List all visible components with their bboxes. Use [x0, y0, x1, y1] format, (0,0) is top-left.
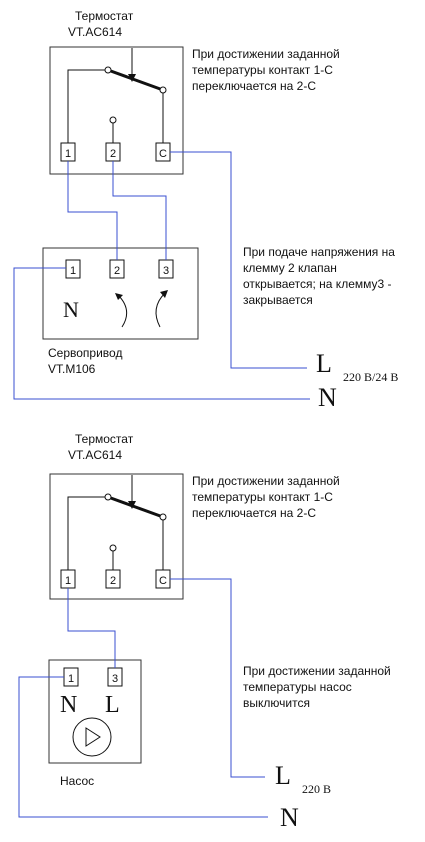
thermostat-model: VT.AC614 [68, 25, 122, 39]
actuator-arrow-icon [128, 74, 136, 82]
pump-line-label: L [105, 692, 120, 718]
diagram-thermostat-pump: Термостат VT.AC614 1 2 C При достижении … [18, 432, 394, 832]
servo-neutral-label: N [63, 297, 79, 322]
line2-l-voltage: 220 В [302, 782, 331, 796]
switch2-contact-c [159, 513, 167, 521]
line2-l-label: L [275, 761, 291, 790]
thermostat2-note-line-2: температуры контакт 1-С [192, 490, 333, 504]
switch2-contact-2 [109, 544, 117, 552]
diagram2-wires [18, 578, 268, 818]
servo-note-line-4: закрывается [243, 293, 313, 307]
thermostat-common-wire [67, 69, 108, 143]
thermostat2-common-wire [67, 496, 108, 570]
servo-note-line-1: При подаче напряжения на [243, 245, 395, 259]
wire-c-to-l [170, 151, 307, 369]
pump-terminal-3-label: 3 [112, 673, 118, 685]
thermostat2-box [49, 473, 184, 600]
thermostat-note-line-3: переключается на 2-С [192, 79, 316, 93]
wire2-c-to-l [170, 578, 265, 778]
thermostat-note: При достижении заданной температуры конт… [192, 47, 343, 93]
pump-note-line-3: выключится [243, 696, 310, 710]
thermostat2-note-line-1: При достижении заданной [192, 474, 340, 488]
line-l-voltage: 220 В/24 В [343, 370, 398, 384]
rotate-close-arrowhead-icon [160, 290, 168, 298]
pump-note-line-1: При достижении заданной [243, 664, 391, 678]
wire2-pump1-to-n [18, 676, 268, 818]
servo-terminal-1 [65, 259, 81, 279]
servo-terminal-1-label: 1 [70, 265, 76, 277]
thermostat-box [49, 46, 184, 175]
pump-title: Насос [60, 774, 94, 788]
thermostat-title: Термостат [75, 9, 134, 23]
pump-note: При достижении заданной температуры насо… [243, 664, 394, 710]
thermostat2-model: VT.AC614 [68, 448, 122, 462]
pump-terminal-1-label: 1 [68, 673, 74, 685]
terminal2-2-label: 2 [110, 575, 116, 587]
rotate-open-arrowhead-icon [115, 293, 123, 300]
terminal2-2 [105, 569, 121, 589]
diagram-thermostat-servo: Термостат VT.AC614 1 2 C При достижении … [13, 9, 398, 412]
terminal-c-label: C [159, 148, 167, 160]
line2-n-label: N [280, 803, 299, 832]
terminal2-c-label: C [159, 575, 167, 587]
thermostat2-title: Термостат [75, 432, 134, 446]
thermostat-note-line-2: температуры контакт 1-С [192, 63, 333, 77]
pump-box [48, 659, 142, 764]
servo-terminal-2-label: 2 [114, 265, 120, 277]
wire-thermo1-to-servo2 [67, 161, 118, 260]
thermostat-switch-contact [107, 68, 164, 92]
thermostat2-switch-contact [107, 495, 164, 519]
wire2-thermo1-to-pump3 [67, 588, 116, 668]
actuator2-arrow-icon [128, 501, 136, 509]
rotate-open-arrow-icon [117, 294, 128, 328]
pump-neutral-label: N [60, 692, 77, 718]
switch-pivot [104, 66, 112, 74]
servo-terminal-3-label: 3 [163, 265, 169, 277]
rotate-close-arrow-icon [155, 292, 166, 328]
terminal-2-label: 2 [110, 148, 116, 160]
switch-contact-c [159, 86, 167, 94]
diagram1-wires [13, 151, 310, 400]
servo-note: При подаче напряжения на клемму 2 клапан… [243, 245, 398, 307]
thermostat2-note: При достижении заданной температуры конт… [192, 474, 343, 520]
thermostat2-note-line-3: переключается на 2-С [192, 506, 316, 520]
line-l-label: L [316, 349, 332, 378]
terminal-1-label: 1 [65, 148, 71, 160]
thermostat-note-line-1: При достижении заданной [192, 47, 340, 61]
line-n-label: N [318, 383, 337, 412]
pump-triangle-icon [85, 727, 101, 747]
switch2-pivot [104, 493, 112, 501]
servo-note-line-2: клемму 2 клапан [243, 261, 337, 275]
servo-note-line-3: открывается; на клемму3 - [243, 277, 392, 291]
servo-title: Сервопривод [48, 346, 122, 360]
terminal2-1-label: 1 [65, 575, 71, 587]
wire-servo1-to-n [13, 267, 310, 400]
servo-box [42, 247, 199, 340]
switch-contact-2 [109, 116, 117, 124]
wire-thermo2-to-servo3 [112, 161, 167, 260]
pump-note-line-2: температуры насос [243, 680, 352, 694]
servo-model: VT.M106 [48, 362, 96, 376]
